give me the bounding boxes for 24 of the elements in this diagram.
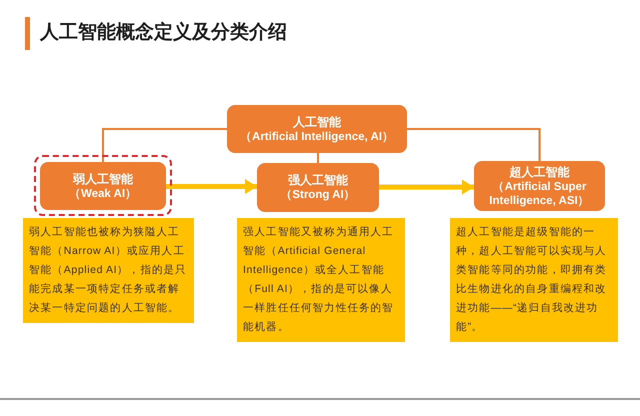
- category-box: [40, 162, 166, 210]
- node-subtitle: （Weak AI）: [68, 186, 138, 200]
- category-box: [227, 105, 407, 153]
- arrow: [166, 179, 257, 194]
- node-title: 强人工智能: [288, 173, 348, 188]
- description-panel: [237, 218, 405, 342]
- description-text: 强人工智能又被称为通用人工智能（Artificial General Intelligence）或全人工智能（Full AI），指的是可以像人一样胜任任何智力性任务的智能机器。: [243, 225, 395, 335]
- node-title: 弱人工智能: [73, 172, 133, 186]
- description-text: 弱人工智能也被称为狭隘人工智能（Narrow AI）或应用人工智能（Applied AI），指的是只能完成某一项特定任务或者解决某一特定问题的人工智能。: [29, 225, 188, 316]
- description-panel: [450, 218, 618, 342]
- description-text: 超人工智能是超级智能的一种，超人工智能可以实现与人类智能等同的功能，即拥有类比生物进化的自身重编程和改进功能——“递归自我改进功能”。: [456, 225, 608, 335]
- arrow: [379, 180, 474, 194]
- node-subtitle: （Artificial Intelligence, AI）: [240, 130, 394, 144]
- connector-line: [407, 128, 540, 161]
- connector-line: [102, 128, 227, 162]
- category-box: [474, 161, 605, 211]
- page-title: 人工智能概念定义及分类介绍: [40, 21, 287, 45]
- node-subtitle: （Strong AI）: [280, 188, 356, 202]
- node-title: 超人工智能: [510, 164, 570, 180]
- description-panel: [23, 218, 194, 323]
- connector-line: [317, 153, 319, 163]
- node-subtitle: （Artificial Super Intelligence, ASI）: [488, 180, 591, 208]
- node-title: 人工智能: [293, 114, 341, 130]
- category-box: [257, 163, 379, 212]
